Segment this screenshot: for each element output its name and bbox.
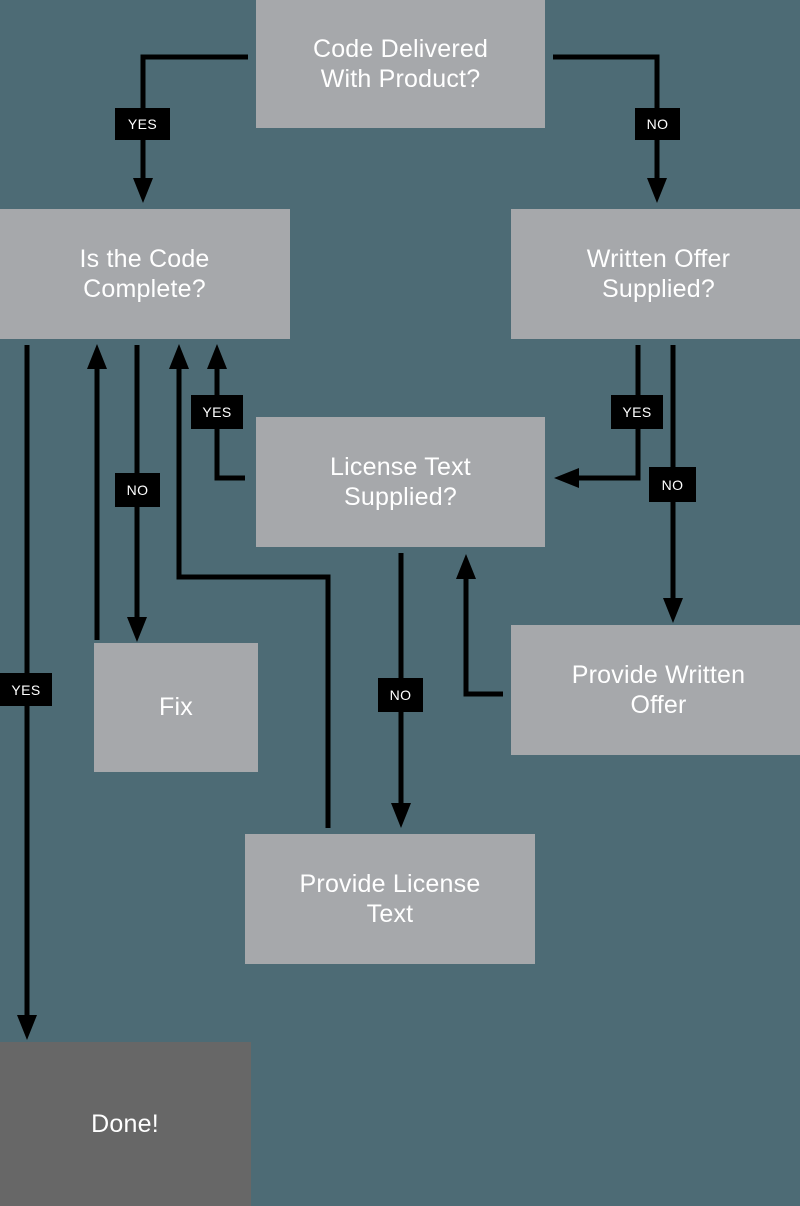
edge-label-delivered-yes: YES bbox=[115, 108, 170, 140]
node-written-offer-text: Written Offer Supplied? bbox=[587, 244, 730, 305]
arrowhead-license-no bbox=[391, 803, 411, 828]
arrowhead-license-yes bbox=[207, 344, 227, 369]
node-done[interactable]: Done! bbox=[0, 1042, 251, 1206]
arrowhead-complete-yes bbox=[17, 1015, 37, 1040]
node-fix-text: Fix bbox=[159, 693, 193, 722]
edge-label-complete-yes-text: YES bbox=[11, 681, 41, 698]
node-provide-written-offer-text: Provide Written Offer bbox=[572, 660, 745, 721]
arrowhead-complete-no bbox=[127, 617, 147, 642]
edge-label-license-no: NO bbox=[378, 678, 423, 712]
node-provide-written-offer-line2: Offer bbox=[630, 691, 687, 719]
node-code-complete-text: Is the Code Complete? bbox=[79, 244, 209, 305]
node-provide-license-text-line1: Provide License bbox=[299, 869, 481, 898]
arrowhead-provide-license-return bbox=[169, 344, 189, 369]
edge-label-delivered-no-text: NO bbox=[646, 116, 669, 132]
node-code-delivered-line2: With Product? bbox=[320, 65, 481, 93]
node-code-complete-line1: Is the Code bbox=[79, 244, 210, 273]
edge-label-license-yes-text: YES bbox=[202, 404, 232, 420]
node-license-text-line2: Supplied? bbox=[343, 483, 457, 511]
edge-delivered-no bbox=[553, 54, 660, 190]
edge-label-license-yes: YES bbox=[191, 395, 243, 429]
edge-label-offer-no: NO bbox=[649, 467, 696, 502]
edge-label-complete-no: NO bbox=[115, 473, 160, 507]
node-provide-license-text-text: Provide License Text bbox=[300, 869, 481, 930]
arrowhead-provide-offer-return bbox=[456, 554, 476, 579]
arrowhead-offer-yes bbox=[554, 468, 579, 488]
edge-provide-license-return bbox=[176, 358, 331, 828]
edge-label-license-no-text: NO bbox=[389, 687, 412, 703]
node-provide-license-text[interactable]: Provide License Text bbox=[245, 834, 535, 964]
node-code-complete[interactable]: Is the Code Complete? bbox=[0, 209, 290, 339]
arrowhead-offer-no bbox=[663, 598, 683, 623]
edge-label-complete-no-text: NO bbox=[126, 482, 149, 498]
edge-label-delivered-yes-text: YES bbox=[127, 116, 158, 132]
node-license-text-line1: License Text bbox=[330, 452, 471, 481]
edge-offer-yes bbox=[568, 345, 641, 481]
node-done-text: Done! bbox=[91, 1109, 159, 1138]
arrowhead-fix-return bbox=[87, 344, 107, 369]
node-written-offer[interactable]: Written Offer Supplied? bbox=[511, 209, 800, 339]
node-provide-license-text-line2: Text bbox=[366, 900, 414, 928]
node-provide-written-offer-line1: Provide Written bbox=[571, 660, 746, 689]
node-code-delivered-line1: Code Delivered bbox=[312, 34, 489, 63]
node-code-delivered-text: Code Delivered With Product? bbox=[313, 34, 488, 95]
edge-label-delivered-no: NO bbox=[635, 108, 680, 140]
node-written-offer-line2: Supplied? bbox=[601, 275, 715, 303]
edge-delivered-yes bbox=[140, 54, 248, 190]
edge-provide-offer-return bbox=[463, 568, 503, 697]
edge-label-offer-yes-text: YES bbox=[622, 404, 652, 420]
edge-label-complete-yes: YES bbox=[0, 673, 52, 706]
arrowhead-delivered-yes bbox=[133, 178, 153, 203]
node-written-offer-line1: Written Offer bbox=[586, 244, 731, 273]
node-code-delivered[interactable]: Code Delivered With Product? bbox=[256, 0, 545, 128]
edge-label-offer-yes: YES bbox=[611, 395, 663, 429]
node-fix[interactable]: Fix bbox=[94, 643, 258, 772]
node-license-text-text: License Text Supplied? bbox=[330, 452, 471, 513]
node-code-complete-line2: Complete? bbox=[83, 275, 206, 303]
edge-label-offer-no-text: NO bbox=[661, 476, 684, 493]
arrowhead-delivered-no bbox=[647, 178, 667, 203]
node-provide-written-offer[interactable]: Provide Written Offer bbox=[511, 625, 800, 755]
node-license-text[interactable]: License Text Supplied? bbox=[256, 417, 545, 547]
